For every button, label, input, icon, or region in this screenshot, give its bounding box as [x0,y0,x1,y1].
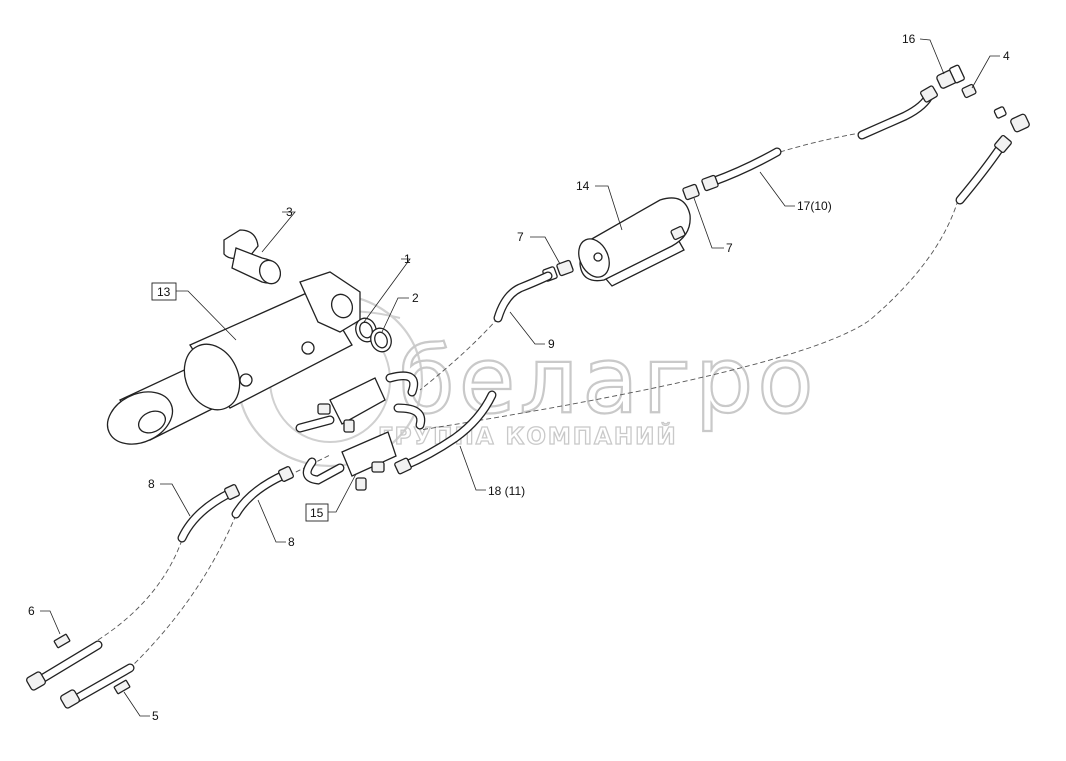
part-5-clamp [113,679,131,695]
watermark-brand: белагро [398,327,818,434]
callout-14: 14 [576,179,590,193]
callout-13: 13 [157,285,171,299]
callout-7-left: 7 [517,230,524,244]
callout-2: 2 [412,291,419,305]
part-2-seal-ring [370,327,392,353]
part-7-fitting-right [682,183,700,201]
part-3-pin [223,229,282,285]
callout-9: 9 [548,337,555,351]
callout-18: 18 (11) [488,484,525,498]
part-14-filter [578,197,691,287]
part-9-hose [493,271,553,323]
part-17-hose [701,147,782,192]
dashline-hose8a [97,539,183,641]
part-18-hose [394,390,497,475]
callout-17: 17(10) [797,199,832,213]
dashline-hose8b [129,514,237,669]
part-8-hose-b [231,466,294,519]
callout-8-upper: 8 [148,477,155,491]
callout-15: 15 [310,506,324,520]
dashline-hose9 [419,317,499,391]
callout-4: 4 [1003,49,1010,63]
watermark-subtitle: ГРУППА КОМПАНИЙ [378,422,678,450]
dashline-return [419,199,959,431]
callout-7-right: 7 [726,241,733,255]
leader-lines [40,38,1000,717]
dashline-hose17 [779,132,861,153]
callout-6: 6 [28,604,35,618]
callout-5: 5 [152,709,159,723]
part-16-elbow-fitting [936,64,965,89]
hose-lower-left-b [60,663,135,709]
watermark: белагро ГРУППА КОМПАНИЙ [236,292,818,468]
callout-15-box [305,503,329,522]
part-13-hydraulic-cylinder [106,271,361,445]
part-8-hose-a [177,484,240,543]
callout-16: 16 [902,32,916,46]
part-6-clamp [53,633,71,649]
connection-lines [97,132,959,669]
callout-13-box [151,282,177,301]
callout-1: 1 [404,252,411,266]
hose-upper-right [857,85,1012,205]
callout-3: 3 [286,205,293,219]
part-4-fitting [961,83,1030,133]
part-7-fitting-left [542,259,574,282]
callout-labels: 16 4 14 17(10) 3 7 7 1 2 13 9 18 (11) 8 … [28,32,1010,723]
hose-lower-left-a [26,640,103,691]
part-15-valve-block [295,371,426,491]
callout-8-lower: 8 [288,535,295,549]
